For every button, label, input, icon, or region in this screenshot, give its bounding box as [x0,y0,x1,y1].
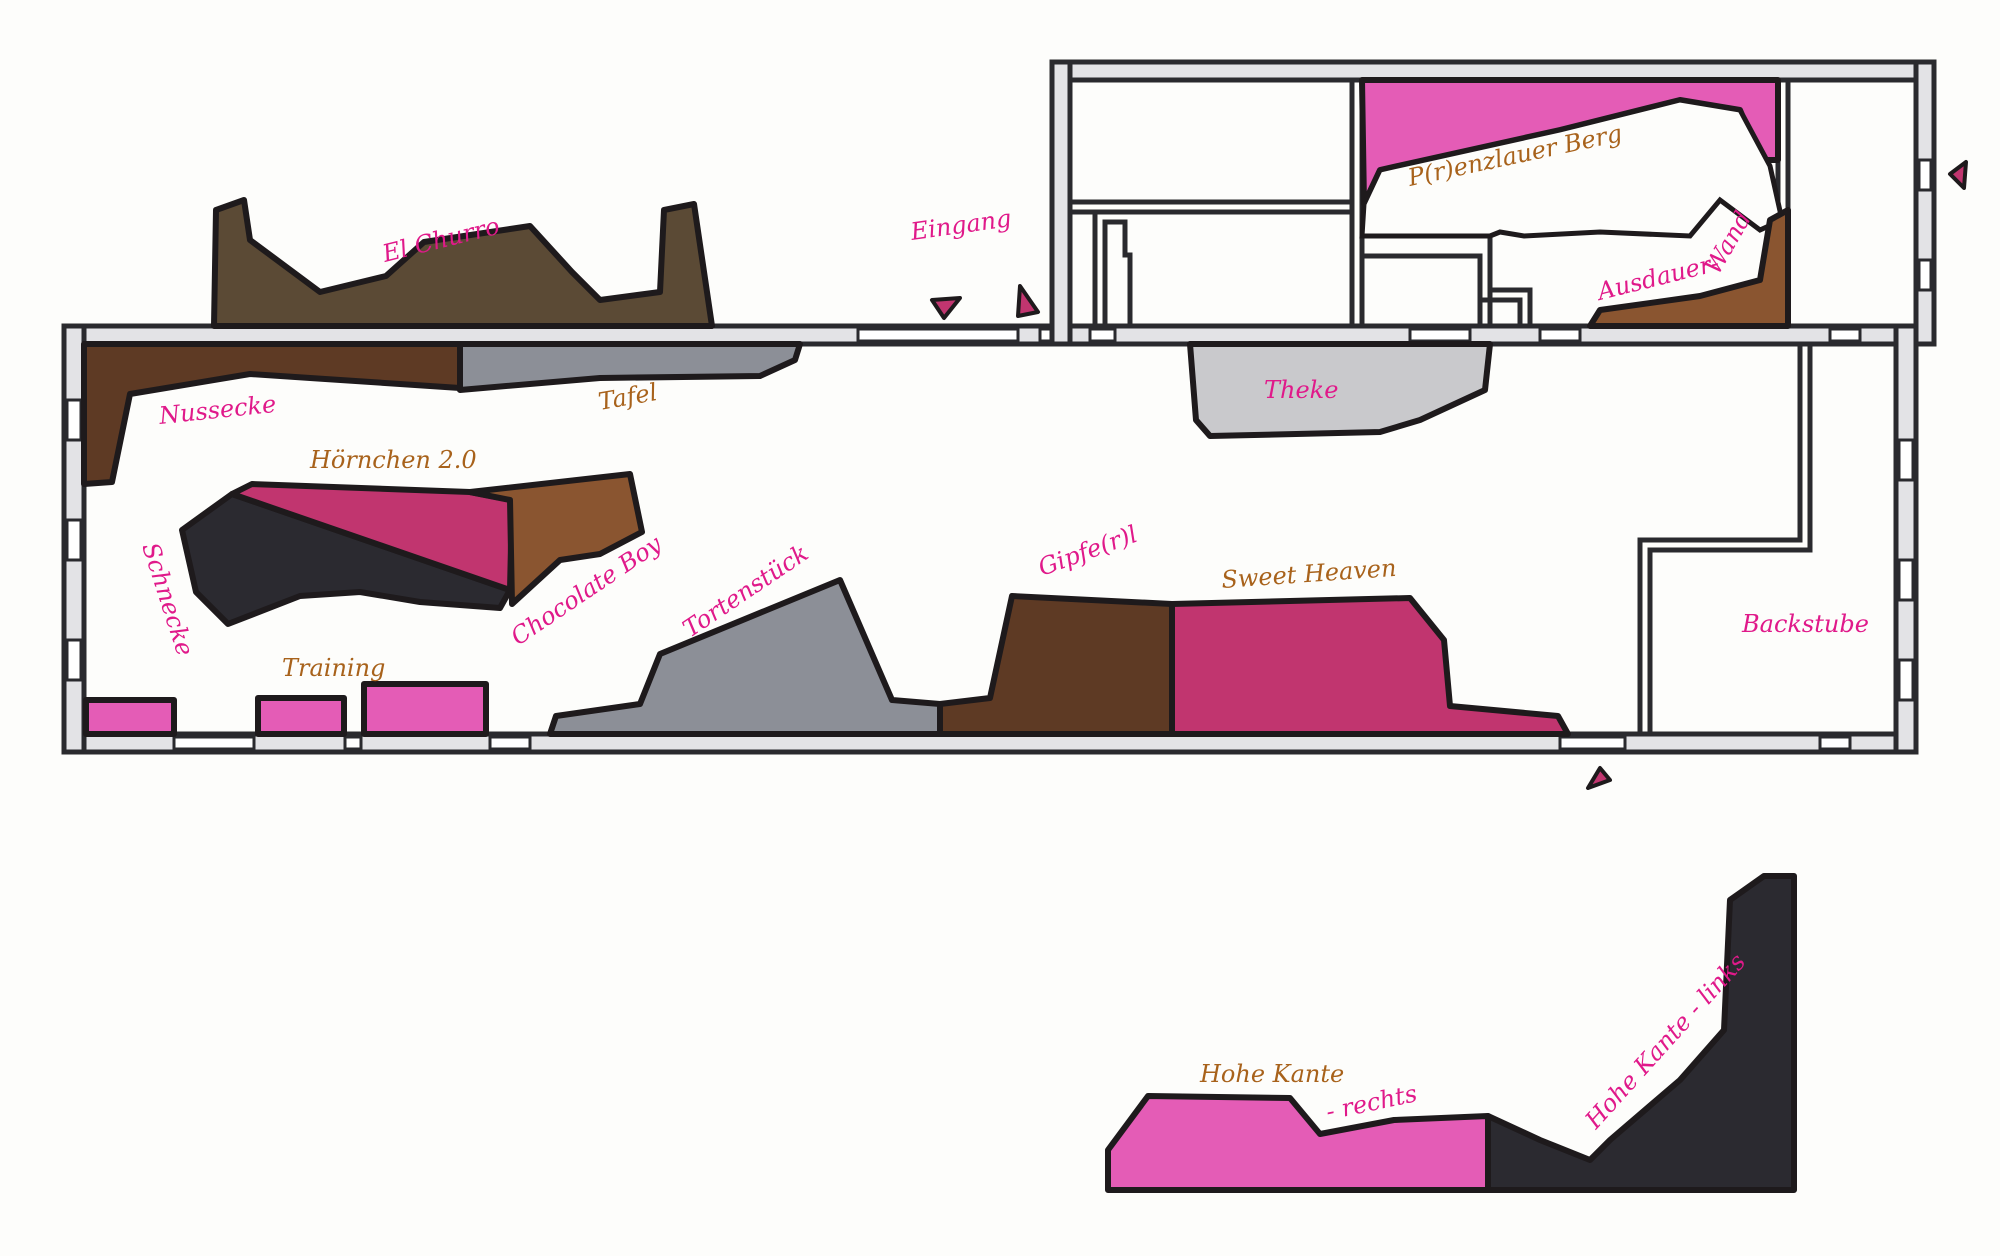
backstube-partition [1637,344,1813,734]
theke-counter[interactable] [1187,341,1493,439]
entrance-arrow-south [1586,766,1612,790]
top-wall-openings [856,327,1862,343]
el-churro-wall[interactable] [211,197,715,329]
training-block-1[interactable] [83,697,177,737]
label-eingang: Eingang [908,204,1013,246]
label-hohe-kante: Hohe Kante [1199,1060,1344,1088]
tafel-wall[interactable] [457,341,803,393]
gipfel-wall[interactable] [937,593,1175,737]
prenzlauer-berg-floor [1359,97,1785,239]
chocolate-boy-wall[interactable] [467,471,645,607]
label-gipfel: Gipfe(r)l [1034,520,1141,582]
sweet-heaven-wall[interactable] [1169,595,1571,737]
hohe-kante-rechts-wall[interactable] [1105,1093,1491,1193]
entrance-arrow-north-door [1016,284,1040,318]
label-hoernchen: Hörnchen 2.0 [309,446,477,474]
training-block-3[interactable] [361,681,489,737]
label-tafel: Tafel [596,378,659,416]
side-wall-openings [65,398,1915,702]
bottom-wall-openings [172,735,1852,751]
training-block-2[interactable] [255,695,347,737]
hohe-kante-links-wall[interactable] [1485,873,1797,1193]
label-sweet-heaven: Sweet Heaven [1220,554,1397,594]
label-backstube: Backstube [1741,610,1869,638]
entrance-arrow-north [930,296,962,320]
label-training: Training [282,654,385,682]
entrance-arrow-east [1948,160,1968,190]
ausdauer-wand[interactable] [1587,207,1791,329]
label-theke: Theke [1264,376,1338,404]
label-nussecke: Nussecke [157,390,278,430]
